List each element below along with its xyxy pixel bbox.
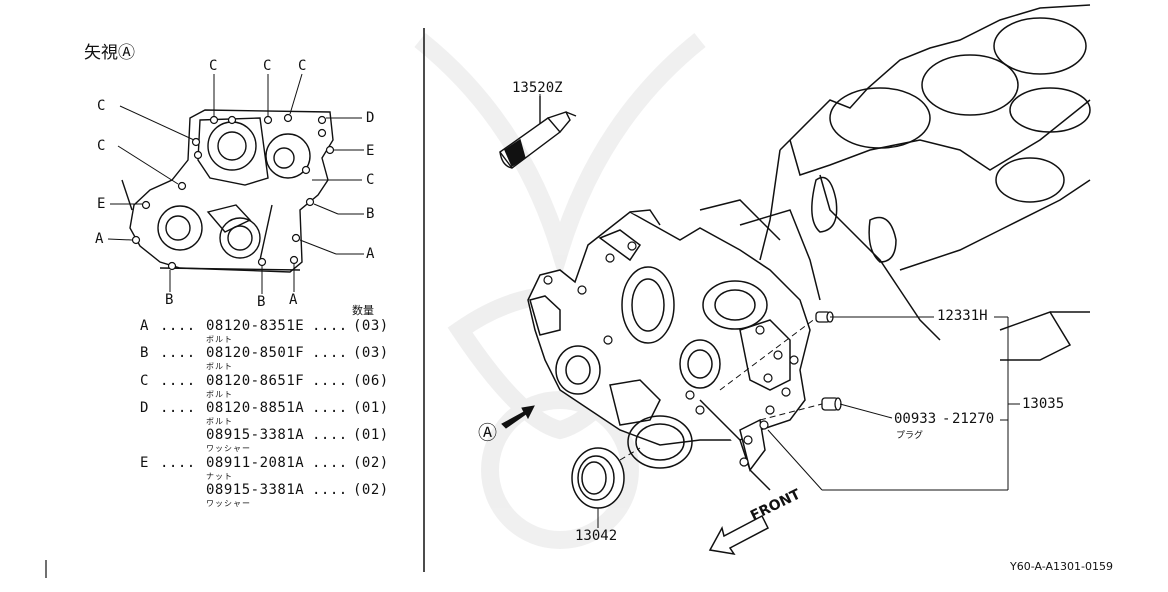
row-desc: ボルト	[206, 417, 233, 426]
row-key: C	[140, 373, 149, 389]
sealant-tube	[499, 96, 577, 169]
row-key: D	[140, 400, 149, 416]
row-desc: ボルト	[206, 362, 233, 371]
callout-b: B	[165, 292, 174, 308]
callout-a: A	[366, 246, 375, 262]
assembly-dashed-lines	[619, 317, 823, 461]
part-number-13035: 13035	[1022, 396, 1065, 412]
row-desc: ボルト	[206, 335, 233, 344]
view-marker: Ⓐ	[478, 422, 498, 444]
view-a-bolt-holes	[131, 113, 335, 271]
callout-e: E	[97, 196, 106, 212]
engine-block-outline	[699, 4, 1091, 361]
row-part-number: 08120-8651F	[206, 373, 305, 389]
front-arrow-icon	[708, 514, 769, 556]
row-part-number: 08915-3381A	[206, 427, 305, 443]
view-a-cover-outline	[121, 109, 334, 273]
callout-d: D	[366, 110, 375, 126]
callout-c: C	[263, 58, 272, 74]
view-title: 矢視Ⓐ	[84, 43, 135, 63]
callout-c: C	[209, 58, 218, 74]
callout-c: C	[97, 98, 106, 114]
callout-c: C	[97, 138, 106, 154]
seal-bore	[627, 415, 693, 469]
qty-header: 数量	[352, 304, 374, 317]
part-number-13042: 13042	[575, 528, 618, 544]
row-desc: ワッシャー	[206, 499, 251, 508]
row-part-number: 08120-8851A	[206, 400, 305, 416]
part-number-00933: 00933	[894, 411, 937, 427]
callout-b: B	[257, 294, 266, 310]
front-cover-bolt-holes	[543, 241, 799, 467]
callout-c: C	[366, 172, 375, 188]
row-qty: (03)	[353, 318, 389, 334]
row-qty: (02)	[353, 455, 389, 471]
row-desc: ナット	[206, 472, 233, 481]
callout-b: B	[366, 206, 375, 222]
row-key: E	[140, 455, 149, 471]
part-number-12331h: 12331H	[937, 308, 988, 324]
callout-a: A	[289, 292, 298, 308]
row-qty: (06)	[353, 373, 389, 389]
row-qty: (01)	[353, 400, 389, 416]
part-number-13520z: 13520Z	[512, 80, 563, 96]
plug	[821, 397, 842, 411]
part-leader-lines	[539, 94, 1020, 528]
row-key: B	[140, 345, 149, 361]
row-part-number: 08911-2081A	[206, 455, 305, 471]
view-direction-arrow	[501, 405, 535, 429]
row-part-number: 08915-3381A	[206, 482, 305, 498]
row-key: A	[140, 318, 149, 334]
oil-seal	[571, 447, 625, 509]
front-cover-assembly	[527, 209, 811, 491]
row-qty: (01)	[353, 427, 389, 443]
part-number-21270: 21270	[952, 411, 995, 427]
row-qty: (03)	[353, 345, 389, 361]
row-desc: ワッシャー	[206, 444, 251, 453]
diagram-id: Y60-A-A1301-0159	[1010, 560, 1113, 573]
callout-a: A	[95, 231, 104, 247]
callout-c: C	[298, 58, 307, 74]
plug-label: プラグ	[896, 431, 924, 441]
row-qty: (02)	[353, 482, 389, 498]
row-desc: ボルト	[206, 390, 233, 399]
row-part-number: 08120-8501F	[206, 345, 305, 361]
row-part-number: 08120-8351E	[206, 318, 305, 334]
view-a-leader-lines	[107, 73, 364, 294]
callout-e: E	[366, 143, 375, 159]
